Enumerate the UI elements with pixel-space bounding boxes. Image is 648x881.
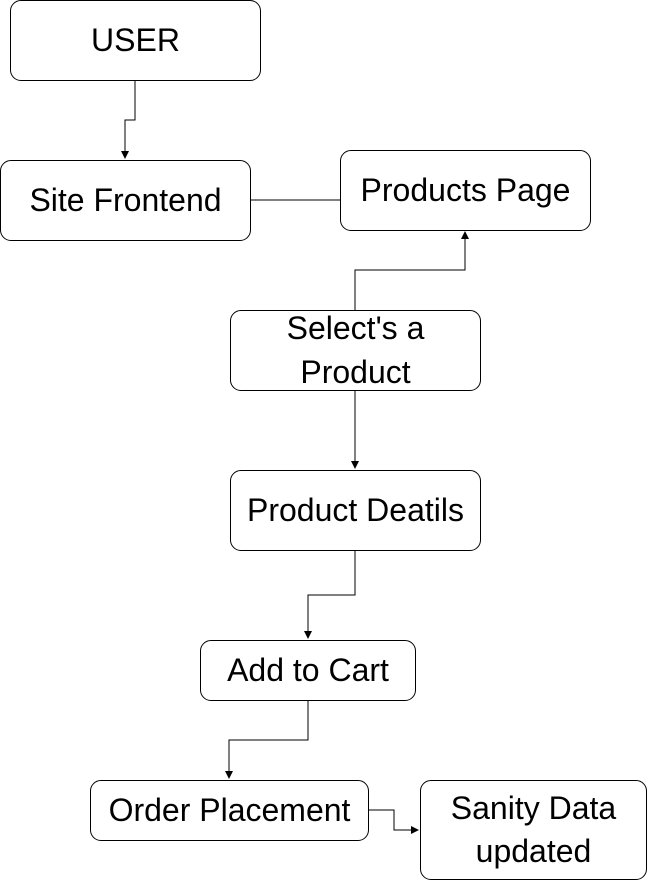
node-add-to-cart: Add to Cart — [200, 640, 416, 701]
edge-add-to-cart-to-order-placement — [225, 700, 309, 779]
node-select-product: Select's a Product — [230, 310, 481, 391]
node-product-details-label: Product Deatils — [247, 491, 464, 528]
edge-order-placement-to-sanity-data — [368, 809, 419, 834]
node-add-to-cart-label: Add to Cart — [227, 651, 389, 688]
node-sanity-data-label: Sanity Data updated — [450, 789, 617, 869]
node-sanity-data: Sanity Data updated — [420, 780, 647, 880]
node-select-product-label: Select's a Product — [286, 310, 425, 390]
node-site-frontend: Site Frontend — [0, 160, 251, 241]
node-order-placement-label: Order Placement — [108, 791, 351, 828]
node-site-frontend-label: Site Frontend — [29, 181, 222, 218]
node-product-details: Product Deatils — [230, 470, 481, 551]
node-products-page-label: Products Page — [360, 171, 571, 208]
node-products-page: Products Page — [340, 150, 591, 231]
node-order-placement: Order Placement — [90, 780, 369, 841]
node-user: USER — [10, 0, 261, 81]
edge-select-product-to-products-page — [354, 231, 469, 310]
edge-product-details-to-add-to-cart — [304, 550, 356, 639]
edge-user-to-site-frontend — [121, 80, 136, 159]
node-user-label: USER — [91, 21, 180, 58]
